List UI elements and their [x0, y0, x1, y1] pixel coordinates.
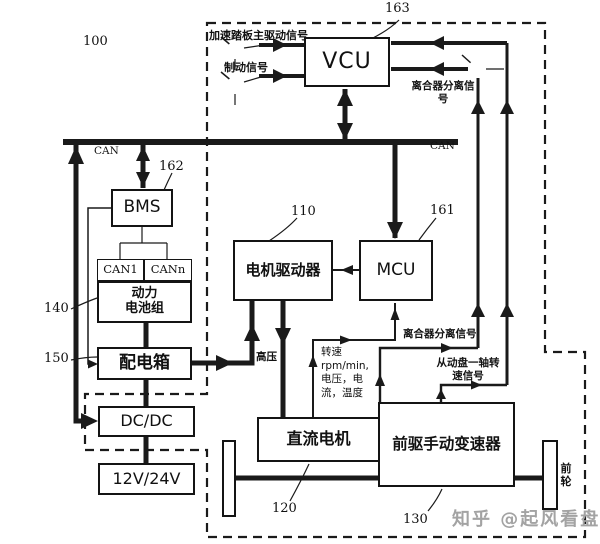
left-wheel	[222, 440, 236, 517]
motor-driver-block: 电机驱动器	[233, 240, 333, 301]
ref-110: 110	[291, 204, 316, 219]
vcu-right-inputs	[391, 36, 507, 76]
ref-100: 100	[83, 34, 108, 49]
bms-block: BMS	[111, 189, 173, 227]
mcu-driver-line	[333, 265, 359, 275]
watermark: 知乎 @起风看盘	[452, 509, 600, 530]
hv-line-distribution-to-driver	[192, 301, 260, 371]
ref-140: 140	[44, 301, 69, 316]
shaft-speed-label: 从动盘一轴转 速信号	[430, 357, 506, 383]
motor-feedback-label: 转速 rpm/min, 电压，电 流，温度	[321, 346, 369, 400]
battery-pack-block: 动力 电池组	[97, 281, 192, 323]
dashed-boundary	[83, 21, 587, 539]
brake-sensor	[220, 69, 305, 105]
lv-battery-block: 12V/24V	[98, 463, 195, 495]
front-wheel-line1: 前	[560, 462, 572, 475]
ref-120: 120	[272, 501, 297, 516]
distribution-box-block: 配电箱	[97, 347, 192, 380]
feedback-line1: 转速	[321, 346, 342, 358]
shaft-speed-line1: 从动盘一轴转	[436, 357, 500, 369]
feedback-line2: rpm/min,	[321, 359, 369, 372]
ref-150: 150	[44, 351, 69, 366]
cann-port-block: CANn	[144, 259, 192, 281]
motor-feedback-line	[308, 303, 400, 417]
ref-leaders	[70, 19, 443, 512]
right-wheel	[542, 440, 558, 510]
feedback-line3: 电压，电	[321, 373, 363, 385]
brake-signal-label: 制动信号	[224, 61, 268, 74]
dcdc-block: DC/DC	[98, 406, 195, 437]
shaft-speed-line	[436, 43, 514, 402]
mcu-block: MCU	[359, 240, 433, 301]
can1-port-block: CAN1	[97, 259, 144, 281]
front-wheel-line2: 轮	[560, 475, 572, 488]
battery-pack-label-line2: 电池组	[124, 301, 164, 316]
left-power-line	[68, 144, 98, 429]
can-label-right: CAN	[430, 140, 455, 152]
ref-130: 130	[403, 512, 428, 527]
front-wheel-label: 前 轮	[558, 462, 574, 488]
vcu-can-link	[337, 89, 353, 140]
vcu-block: VCU	[304, 37, 390, 87]
clutch-signal-top-line2: 号	[437, 93, 449, 105]
ref-163: 163	[385, 1, 410, 16]
bms-canport-lines	[119, 227, 168, 259]
clutch-signal-line	[375, 78, 485, 402]
clutch-signal-label-mid: 离合器分离信号	[403, 328, 477, 340]
can-label-left: CAN	[94, 145, 119, 157]
bms-sense-line	[87, 207, 111, 369]
feedback-line4: 流，温度	[321, 386, 363, 399]
ref-161: 161	[430, 203, 455, 218]
clutch-signal-label-top: 离合器分离信 号	[408, 80, 478, 106]
mcu-can-link	[387, 144, 403, 239]
hv-line-driver-to-motor	[275, 301, 291, 417]
transmission-block: 前驱手动变速器	[378, 402, 515, 487]
dc-motor-block: 直流电机	[257, 417, 380, 462]
clutch-signal-top-line1: 离合器分离信	[411, 80, 475, 92]
clutch-sensor	[461, 54, 504, 78]
accelerator-sensor	[220, 36, 305, 70]
high-voltage-label: 高压	[256, 351, 277, 363]
battery-pack-label-line1: 动力	[131, 286, 158, 302]
bms-can-link	[136, 145, 150, 188]
shaft-speed-line2: 速信号	[452, 370, 484, 382]
accelerator-signal-label: 加速踏板主驱动信号	[209, 29, 308, 42]
ref-162: 162	[159, 159, 184, 174]
